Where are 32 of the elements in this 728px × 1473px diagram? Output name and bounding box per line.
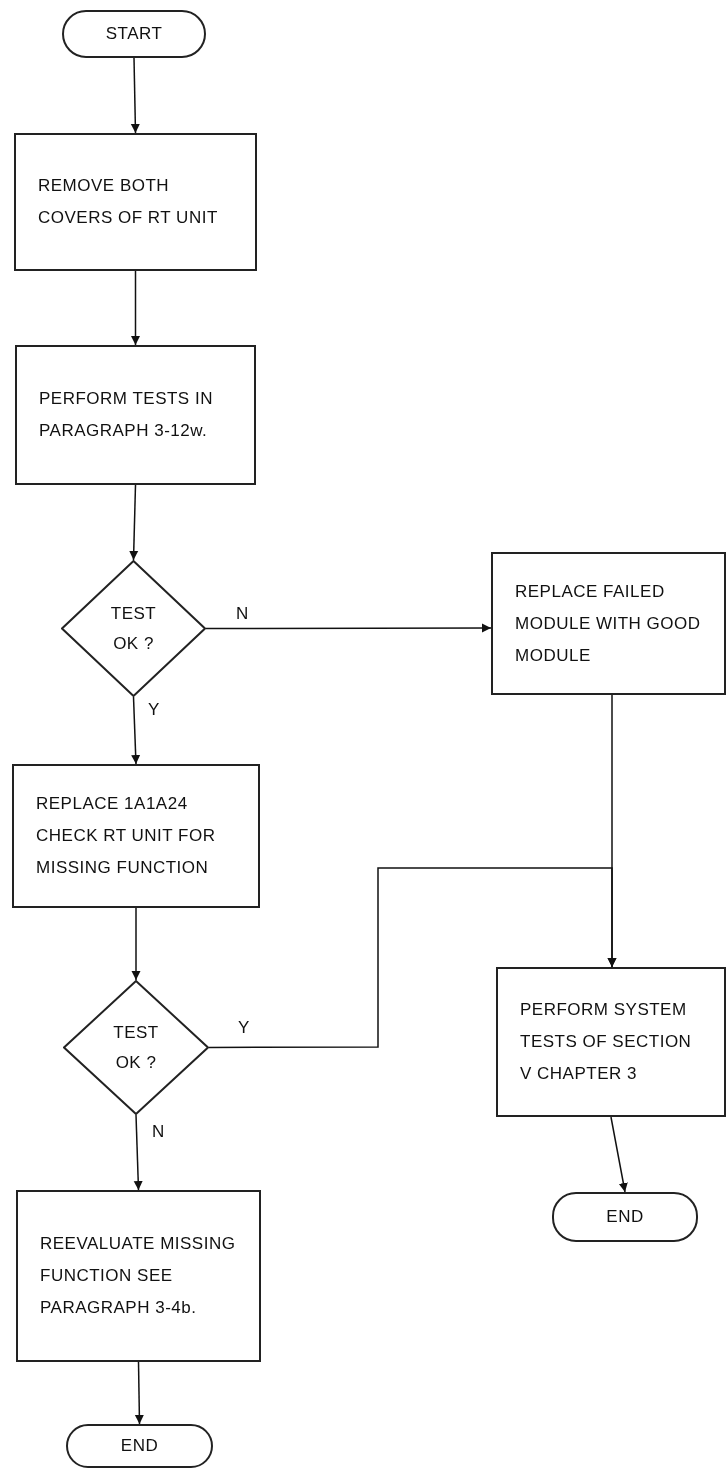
process-box [496,967,726,1117]
node-text: START [105,23,163,45]
node-text: END [606,1206,644,1228]
arrow [130,57,140,134]
node-text: REMOVE BOTH COVERS OF RT UNIT [38,175,219,229]
process-box [15,345,256,485]
node-text: REPLACE FAILED MODULE WITH GOOD MODULE [515,580,702,667]
node-text: TEST OK ? [112,1021,160,1074]
arrow [129,484,139,561]
process-box [491,552,726,695]
node-text: PERFORM TESTS IN PARAGRAPH 3-12w. [39,388,214,442]
arrow [131,907,141,981]
terminal-box [66,1424,213,1468]
arrow [208,867,617,1049]
arrow [131,270,140,346]
process-box [16,1190,261,1362]
node-text: REPLACE 1A1A24 CHECK RT UNIT FOR MISSING FUNCTION [36,793,217,879]
terminal-box [552,1192,698,1242]
arrow [610,1116,628,1193]
arrow [131,696,141,765]
decision-diamond [61,560,206,697]
node-text: REEVALUATE MISSING FUNCTION SEE PARAGRAPH 3-4b. [40,1233,237,1319]
terminal-box [62,10,206,58]
arrow [205,623,492,633]
decision-diamond [63,980,209,1115]
process-box [12,764,260,908]
node-text: END [120,1435,159,1457]
arrow [133,1114,143,1191]
node-text: PERFORM SYSTEM TESTS OF SECTION V CHAPTER 3 [520,999,693,1085]
process-box [14,133,257,271]
node-text: TEST OK ? [109,602,158,655]
arrow [134,1361,144,1425]
